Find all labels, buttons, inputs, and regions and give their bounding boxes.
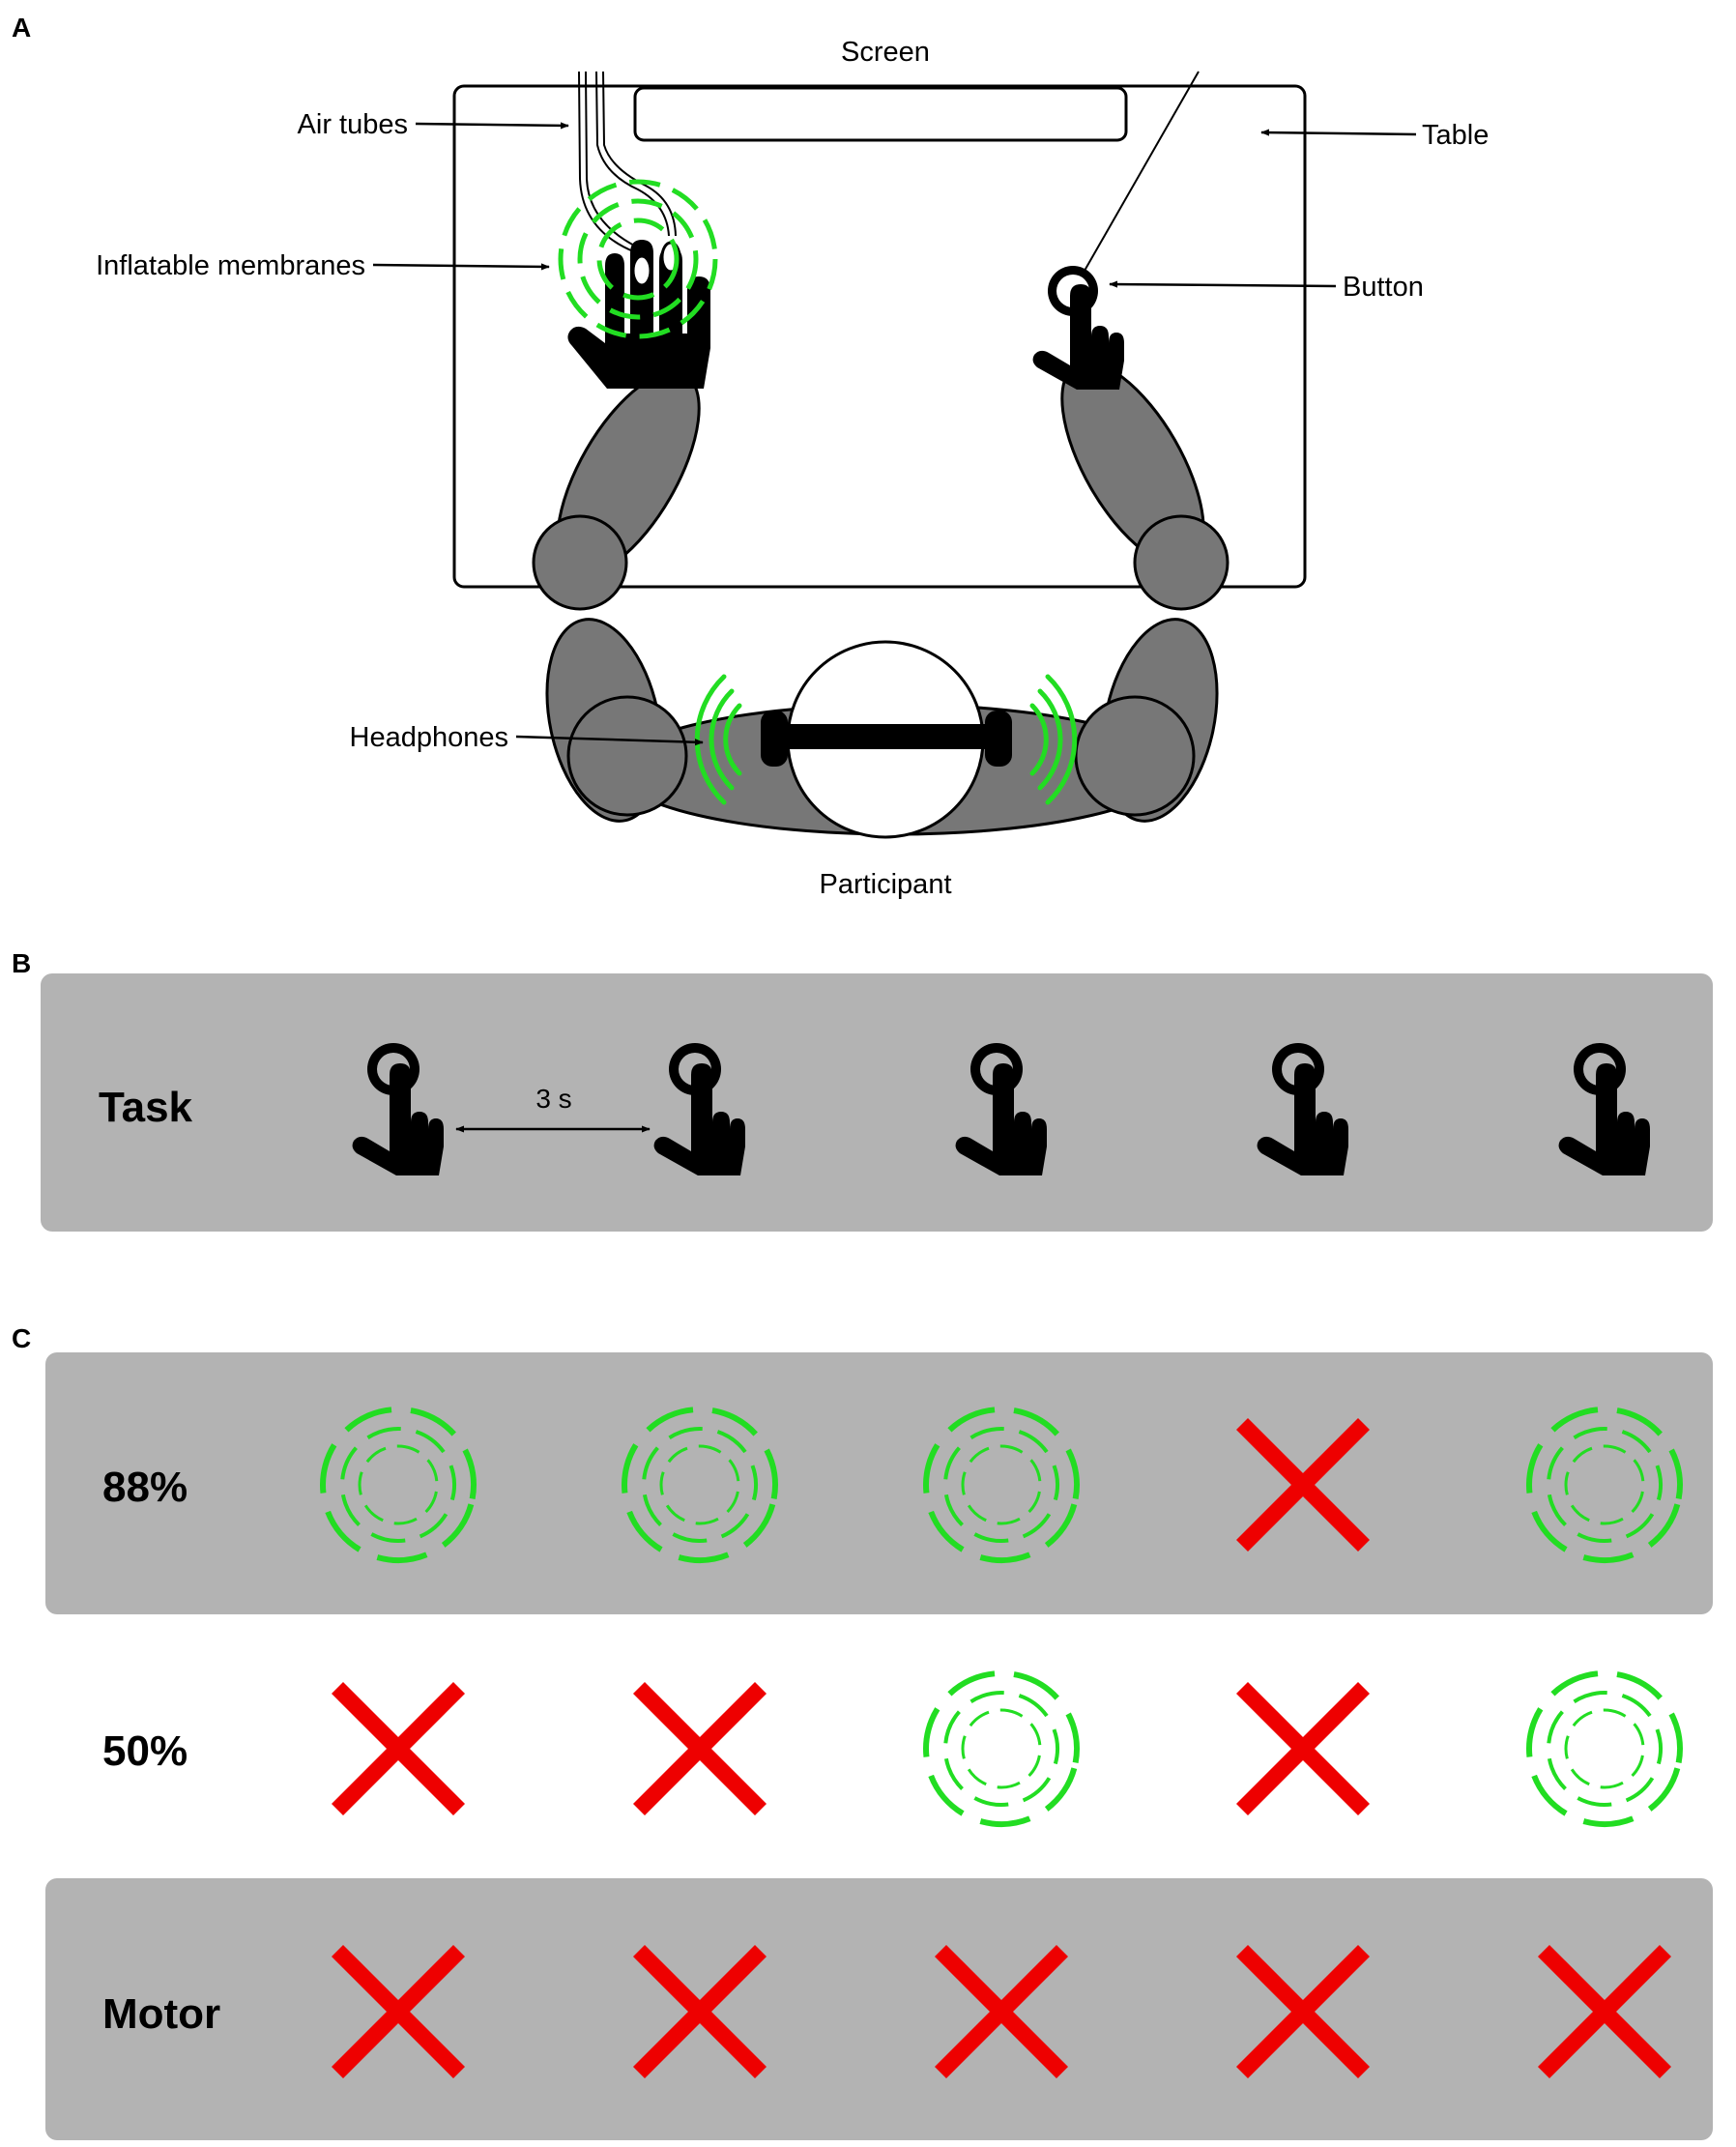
vibration-rings-icon: [923, 1407, 1080, 1563]
table-label: Table: [1422, 120, 1489, 151]
condition-88-background: [45, 1352, 1713, 1614]
air-tubes-label: Air tubes: [298, 109, 408, 140]
screen-label: Screen: [841, 37, 930, 68]
headphones-label: Headphones: [350, 722, 508, 753]
condition-label-88: 88%: [102, 1464, 188, 1511]
right-hand-button-icon: [1032, 266, 1124, 390]
membrane-vibration-waves: [558, 179, 718, 339]
condition-label-50: 50%: [102, 1727, 188, 1775]
button-arrow: [1109, 280, 1337, 288]
red-x-icon: [934, 1944, 1069, 2079]
condition-motor-background: [45, 1878, 1713, 2140]
red-x-icon: [1235, 1944, 1371, 2079]
vibration-rings-icon: [320, 1407, 477, 1563]
membranes-label: Inflatable membranes: [96, 250, 365, 281]
red-x-icon: [331, 1681, 466, 1816]
task-row-label: Task: [99, 1084, 193, 1131]
membranes-arrow: [372, 263, 550, 271]
screen-outline: [633, 86, 1128, 142]
condition-trial-grid: [320, 1407, 1683, 2079]
red-x-icon: [1235, 1681, 1371, 1816]
task-press-icons: [352, 1043, 1650, 1175]
task-row-background: [41, 973, 1713, 1232]
interval-label: 3 s: [535, 1084, 571, 1114]
vibration-rings-icon: [1526, 1670, 1683, 1827]
finger-press-icon: [653, 1043, 745, 1175]
participant-label: Participant: [819, 869, 951, 900]
table-arrow: [1260, 129, 1417, 136]
finger-press-icon: [1558, 1043, 1650, 1175]
panel-letter-a: A: [12, 13, 31, 43]
panel-letter-b: B: [12, 948, 31, 978]
headphones-arrow: [515, 735, 704, 746]
vibration-rings-icon: [622, 1407, 778, 1563]
panel-letter-c: C: [12, 1323, 31, 1353]
red-x-icon: [1537, 1944, 1672, 2079]
red-x-icon: [632, 1944, 767, 2079]
vibration-rings-icon: [923, 1670, 1080, 1827]
finger-press-icon: [1257, 1043, 1348, 1175]
button-label: Button: [1343, 272, 1424, 303]
red-x-icon: [632, 1681, 767, 1816]
finger-press-icon: [352, 1043, 444, 1175]
headphones-icon: [761, 711, 1012, 767]
red-x-icon: [331, 1944, 466, 2079]
red-x-icon: [1235, 1417, 1371, 1552]
air-tubes-arrow: [415, 122, 569, 130]
vibration-rings-icon: [1526, 1407, 1683, 1563]
condition-label-motor: Motor: [102, 1990, 220, 2038]
button-cable: [1084, 71, 1200, 272]
headphone-sound-waves: [694, 674, 1078, 805]
finger-press-icon: [955, 1043, 1047, 1175]
